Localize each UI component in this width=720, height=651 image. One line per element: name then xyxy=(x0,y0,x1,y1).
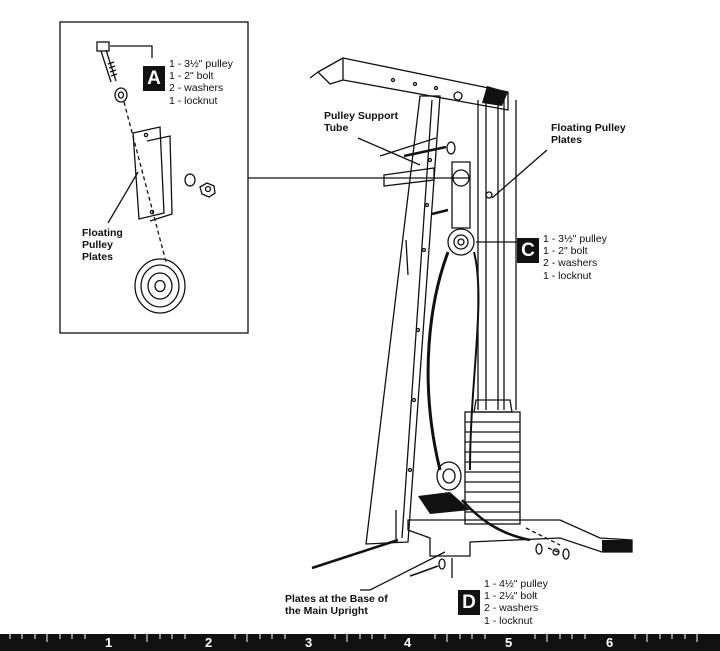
callout-a-part: 2 - washers xyxy=(169,82,224,95)
ruler-ticks xyxy=(9,634,698,642)
ruler-number: 2 xyxy=(205,635,213,650)
callout-a-part: 1 - 3½" pulley xyxy=(169,58,233,70)
inset-floating-plates-label: Floating Pulley Plates xyxy=(82,227,123,263)
callout-d-part: 1 - 4½" pulley xyxy=(484,578,548,590)
base-plates-label: Plates at the Base of the Main Upright xyxy=(285,593,388,617)
callout-c-part: 1 - locknut xyxy=(543,269,592,282)
ruler-number: 1 xyxy=(105,635,113,650)
pulley-icon xyxy=(134,258,186,314)
pulley-support-tube-label: Pulley Support Tube xyxy=(324,110,399,134)
ruler-number: 3 xyxy=(305,635,313,650)
inch-ruler: 1 2 3 4 5 6 xyxy=(0,634,720,651)
callout-c-part: 1 - 3½" pulley xyxy=(543,233,607,245)
callout-d-parts: 1 - 4½" pulley 1 - 2¼" bolt 2 - washers … xyxy=(484,578,548,627)
callout-d-part: 2 - washers xyxy=(484,602,539,615)
callout-d-badge: D xyxy=(458,590,480,615)
weight-stack xyxy=(464,399,521,525)
callout-c-part: 2 - washers xyxy=(543,257,598,270)
callout-d-part: 1 - locknut xyxy=(484,614,533,627)
bolt-icon xyxy=(96,41,118,83)
ruler-number: 6 xyxy=(606,635,614,650)
callout-a-parts: 1 - 3½" pulley 1 - 2" bolt 2 - washers 1… xyxy=(169,58,233,107)
callout-c-parts: 1 - 3½" pulley 1 - 2" bolt 2 - washers 1… xyxy=(543,233,607,282)
callout-a-part: 1 - locknut xyxy=(169,94,218,107)
ruler-number: 4 xyxy=(404,635,412,650)
callout-a-badge: A xyxy=(143,66,165,91)
callout-a-part: 1 - 2" bolt xyxy=(169,70,214,83)
ruler-number: 5 xyxy=(505,635,513,650)
callout-d-part: 1 - 2¼" bolt xyxy=(484,590,538,603)
callout-c-part: 1 - 2" bolt xyxy=(543,245,588,258)
floating-pulley-plates-label: Floating Pulley Plates xyxy=(551,122,626,146)
callout-c-badge: C xyxy=(517,238,539,263)
